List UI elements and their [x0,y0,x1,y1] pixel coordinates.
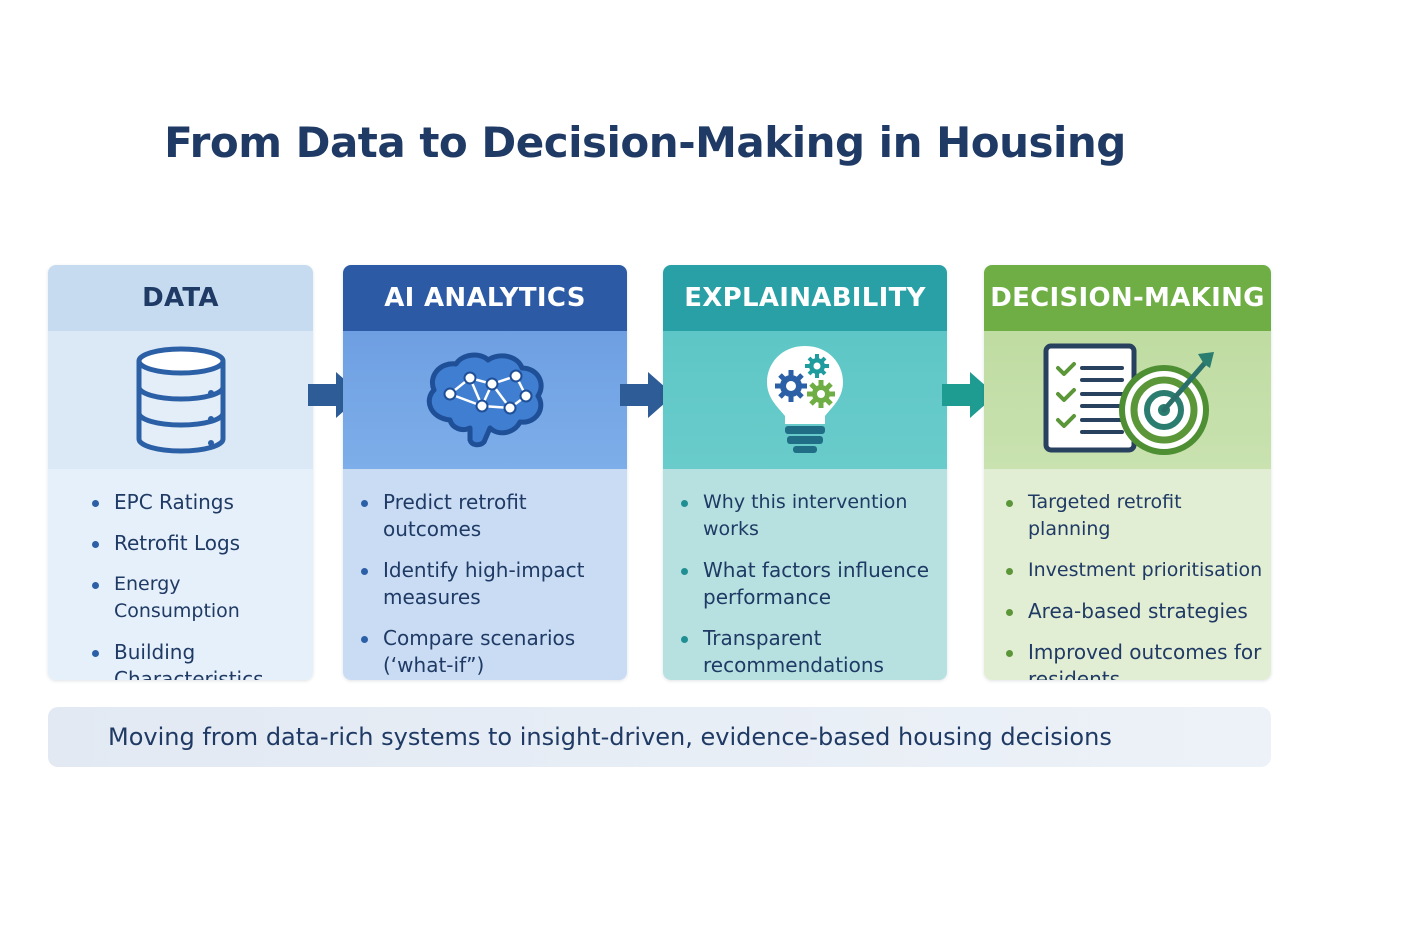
stage-card-explainability: EXPLAINABILITY [663,265,947,680]
stage-card-data: DATA EPC Ratings Retrofit Logs Energy Co… [48,265,313,680]
stage-body-decision: Targeted retrofit planning Investment pr… [984,469,1271,680]
list-item: Targeted retrofit planning [1002,489,1263,543]
stage-icon-zone-explain [663,331,947,469]
stage-card-ai-analytics: AI ANALYTICS Predict retrofit outcomes I… [343,265,627,680]
arrow-right-icon [620,372,674,418]
list-item: Energy Consumption [88,571,305,625]
stage-icon-zone-data [48,331,313,469]
stage-icon-zone-decision [984,331,1271,469]
stage-list-data: EPC Ratings Retrofit Logs Energy Consump… [48,469,313,680]
list-item: Area-based strategies [1002,598,1263,625]
checklist-target-icon [1043,343,1214,455]
stage-body-data: EPC Ratings Retrofit Logs Energy Consump… [48,469,313,680]
list-item: Improved outcomes for residents [1002,639,1263,680]
list-item: What factors influence performance [677,557,939,611]
stage-body-ai: Predict retrofit outcomes Identify high-… [343,469,627,680]
list-item: Compare scenarios (‘what-if”) [357,625,619,679]
brain-network-icon [426,352,544,448]
database-icon [136,346,225,454]
list-item: Why this intervention works [677,489,939,543]
stage-header-decision-making: DECISION-MAKING [984,265,1271,331]
list-item: Retrofit Logs [88,530,305,557]
stage-list-explain: Why this intervention works What factors… [663,469,947,679]
stage-header-ai-analytics: AI ANALYTICS [343,265,627,331]
summary-banner: Moving from data-rich systems to insight… [48,707,1271,767]
list-item: Investment prioritisation [1002,557,1263,584]
arrow-right-icon [942,372,996,418]
lightbulb-gears-icon [767,346,843,453]
stage-list-decision: Targeted retrofit planning Investment pr… [984,469,1271,680]
stage-list-ai: Predict retrofit outcomes Identify high-… [343,469,627,679]
list-item: Building Characteristics [88,639,305,680]
stage-icon-zone-ai [343,331,627,469]
summary-banner-text: Moving from data-rich systems to insight… [108,723,1112,751]
page-title: From Data to Decision-Making in Housing [164,118,1126,167]
list-item: Identify high-impact measures [357,557,619,611]
stage-card-decision-making: DECISION-MAKING Targeted retrofit plann [984,265,1271,680]
stage-header-explainability: EXPLAINABILITY [663,265,947,331]
list-item: Predict retrofit outcomes [357,489,619,543]
stage-header-data: DATA [48,265,313,331]
list-item: Transparent recommendations [677,625,939,679]
stage-body-explain: Why this intervention works What factors… [663,469,947,680]
list-item: EPC Ratings [88,489,305,516]
